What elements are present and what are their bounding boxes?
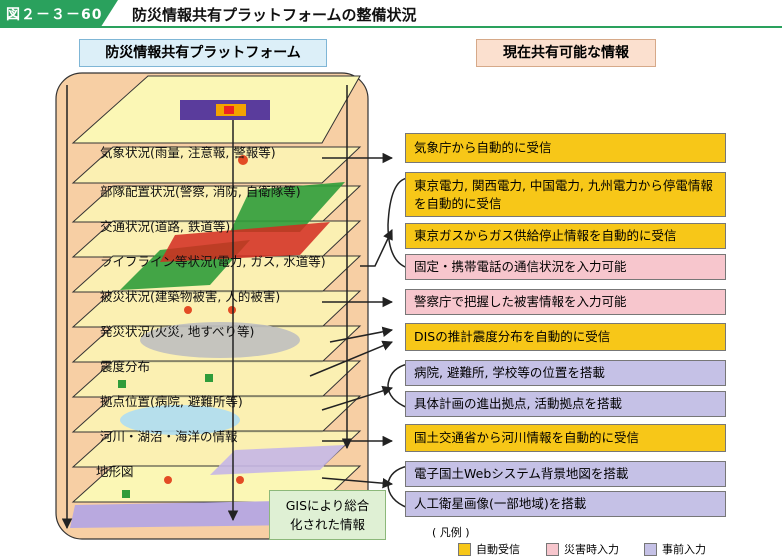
facility-marker-1 <box>118 380 126 388</box>
info-box-disaster: 固定・携帯電話の通信状況を入力可能 <box>405 254 726 280</box>
info-box-auto: 気象庁から自動的に受信 <box>405 133 726 163</box>
info-box-disaster: 警察庁で把握した被害情報を入力可能 <box>405 289 726 315</box>
arrow-map <box>321 477 394 489</box>
info-box-prior: 具体計画の進出拠点, 活動拠点を搭載 <box>405 391 726 417</box>
arrow-disaster <box>329 326 394 343</box>
arrow-facility <box>321 385 394 411</box>
legend-item-prior: 事前入力 <box>644 541 706 557</box>
layer-label: 部隊配置状況(警察, 消防, 自衛隊等) <box>100 184 301 199</box>
weather-marker <box>238 155 248 165</box>
arrow-lifeline <box>360 229 393 267</box>
info-box-prior: 電子国土Webシステム背景地図を搭載 <box>405 461 726 487</box>
info-box-auto: 東京電力, 関西電力, 中国電力, 九州電力から停電情報を自動的に受信 <box>405 172 726 217</box>
info-box-auto: DISの推計震度分布を自動的に受信 <box>405 323 726 351</box>
brace-lifeline <box>387 177 409 269</box>
info-box-auto: 東京ガスからガス供給停止情報を自動的に受信 <box>405 223 726 249</box>
layer-label: 気象状況(雨量, 注意報, 警報等) <box>100 145 276 160</box>
legend-title: ( 凡例 ) <box>432 526 470 539</box>
shared-info-heading: 現在共有可能な情報 <box>476 39 656 67</box>
figure-number: 図２－３－60 <box>6 7 103 23</box>
info-box-prior: 人工衛星画像(一部地域)を搭載 <box>405 491 726 517</box>
layer-label: 地形図 <box>96 464 134 479</box>
platform-heading: 防災情報共有プラットフォーム <box>79 39 327 67</box>
arrow-seismic <box>309 340 393 377</box>
layer-label: 交通状況(道路, 鉄道等) <box>100 219 230 234</box>
legend-swatch-disaster <box>546 542 559 556</box>
figure-title: 防災情報共有プラットフォームの整備状況 <box>132 6 417 24</box>
facility-marker-3 <box>122 490 130 498</box>
header-rule <box>0 26 782 28</box>
info-box-prior: 病院, 避難所, 学校等の位置を搭載 <box>405 360 726 386</box>
legend-item-auto: 自動受信 <box>458 541 520 557</box>
layer-labels: 気象状況(雨量, 注意報, 警報等) 部隊配置状況(警察, 消防, 自衛隊等) 交通… <box>96 145 326 479</box>
damage-marker-2 <box>228 306 236 314</box>
legend-swatch-auto <box>458 542 471 556</box>
brace-facility <box>387 363 409 409</box>
layer-label: 被災状況(建築物被害, 人的被害) <box>100 289 280 304</box>
river-area <box>210 445 345 475</box>
layer-label: ライフライン等状況(電力, ガス, 水道等) <box>100 254 326 269</box>
gis-note: GISにより総合 化された情報 <box>269 490 386 540</box>
damage-marker-1 <box>184 306 192 314</box>
base-map-area <box>70 500 330 528</box>
forest-area <box>230 182 345 232</box>
layer-label: 河川・湖沼・海洋の情報 <box>100 429 238 444</box>
shaking-area <box>140 322 300 358</box>
figure-number-tab <box>0 0 118 26</box>
layer-label: 発災状況(火災, 地すべり等) <box>100 324 254 339</box>
top-layer-red-area <box>224 106 234 114</box>
legend-item-disaster: 災害時入力 <box>546 541 619 557</box>
legend-label-auto: 自動受信 <box>476 543 520 556</box>
lake-area <box>120 405 240 435</box>
legend-label-disaster: 災害時入力 <box>564 543 619 556</box>
figure-header: 図２－３－60 防災情報共有プラットフォームの整備状況 <box>0 0 782 28</box>
lifeline-area <box>160 222 330 262</box>
map-marker-1 <box>164 476 172 484</box>
facility-marker-2 <box>205 374 213 382</box>
legend-label-prior: 事前入力 <box>662 543 706 556</box>
legend-swatch-prior <box>644 542 657 556</box>
layer-plane <box>71 146 362 184</box>
layer-label: 拠点位置(病院, 避難所等) <box>100 394 243 409</box>
info-box-auto: 国土交通省から河川情報を自動的に受信 <box>405 424 726 452</box>
layer-label: 震度分布 <box>100 359 150 374</box>
map-marker-2 <box>236 476 244 484</box>
connector-arrows <box>309 152 409 509</box>
